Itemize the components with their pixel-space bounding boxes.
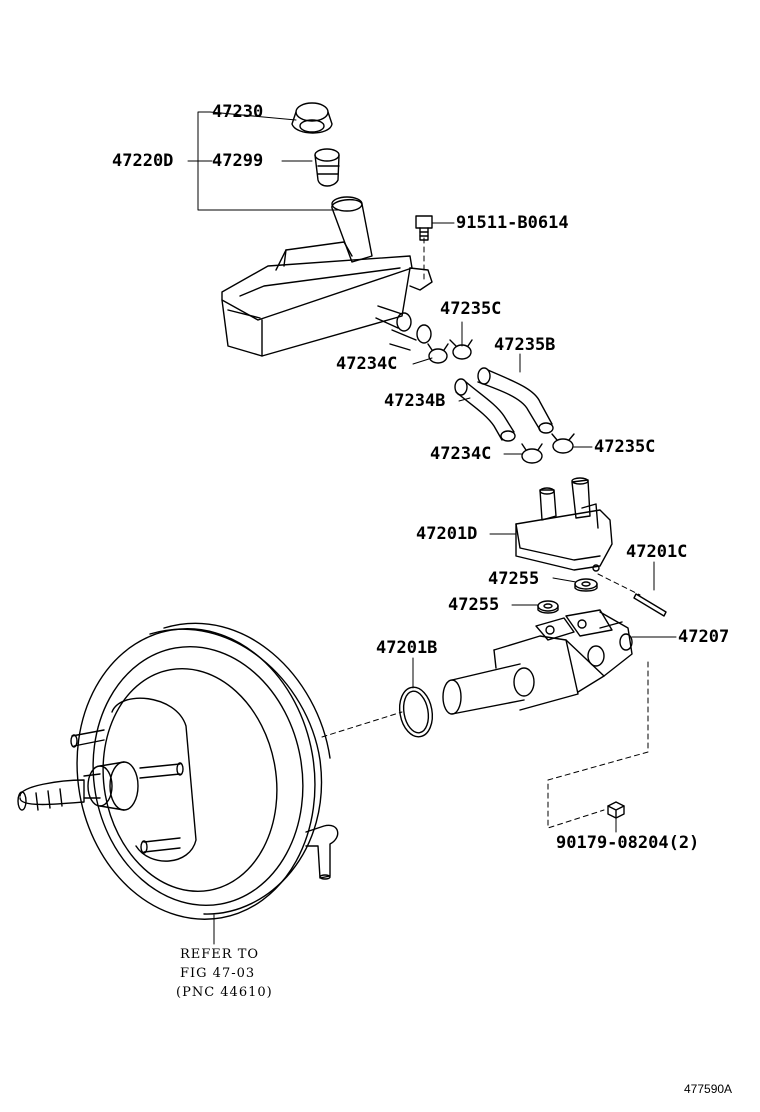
label-47234C-lower: 47234C [430, 444, 492, 464]
reservoir-cap [291, 102, 333, 134]
strainer [314, 148, 340, 187]
label-47235C-lower: 47235C [594, 437, 656, 457]
label-47299: 47299 [212, 151, 264, 171]
label-47220D: 47220D [112, 151, 174, 171]
figure-id: 477590A [684, 1082, 733, 1096]
note-line-1: REFER TO [180, 947, 260, 962]
brake-booster [17, 622, 339, 920]
hose-clips [427, 339, 575, 464]
reservoir-tank [221, 196, 433, 357]
hoses [454, 367, 554, 442]
label-47234B: 47234B [384, 391, 446, 411]
dashed-guides [321, 237, 649, 829]
note-line-2: FIG 47-03 [180, 966, 256, 981]
label-91511-B0614: 91511-B0614 [456, 213, 569, 233]
label-47234C-upper: 47234C [336, 354, 398, 374]
label-90179-08204: 90179-08204(2) [556, 833, 700, 853]
label-47230: 47230 [212, 102, 264, 122]
master-cylinder [442, 609, 633, 715]
label-47207: 47207 [678, 627, 730, 647]
note-line-3: (PNC 44610) [176, 985, 273, 1000]
o-ring [398, 686, 434, 738]
pin [633, 593, 667, 617]
label-47235C-upper: 47235C [440, 299, 502, 319]
reservoir-mount [515, 477, 613, 572]
label-47201C: 47201C [626, 542, 688, 562]
label-47255-lower: 47255 [448, 595, 500, 615]
label-47201B: 47201B [376, 638, 438, 658]
grommets [537, 578, 598, 614]
flange-nut [607, 801, 625, 819]
label-47201D: 47201D [416, 524, 478, 544]
bolt [415, 215, 433, 241]
leader-lines [187, 111, 677, 945]
label-47235B: 47235B [494, 335, 556, 355]
label-47255-upper: 47255 [488, 569, 540, 589]
